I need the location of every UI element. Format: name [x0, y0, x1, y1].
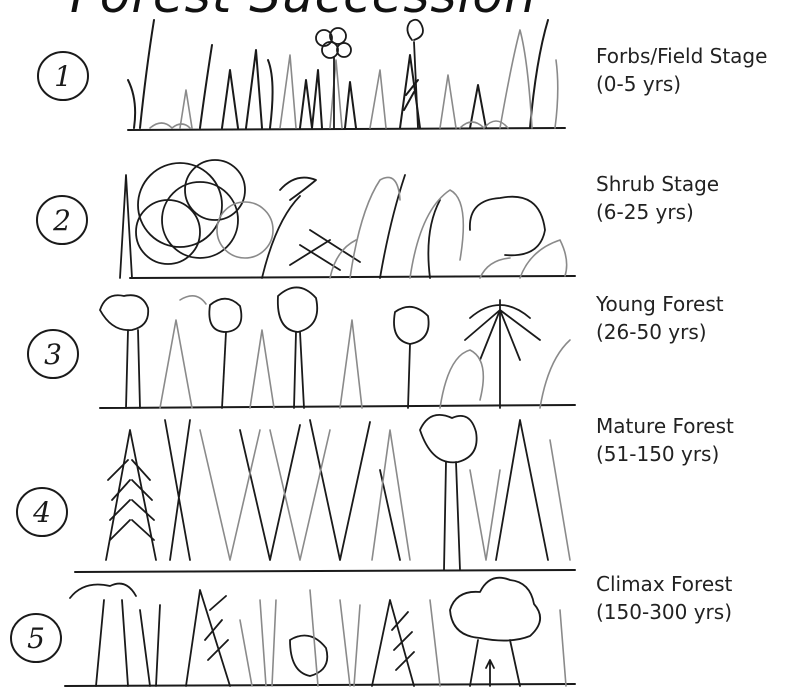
stage-5-drawing — [65, 578, 575, 686]
stage-4-label: Mature Forest (51-150 yrs) — [596, 412, 734, 468]
stage-2-label: Shrub Stage (6-25 yrs) — [596, 170, 719, 226]
stage-5-number: 5 — [27, 622, 45, 655]
stage-4-name: Mature Forest — [596, 412, 734, 440]
stage-2-number: 2 — [52, 204, 71, 237]
stage-1-name: Forbs/Field Stage — [596, 42, 767, 70]
stage-2-years: (6-25 yrs) — [596, 198, 719, 226]
stage-4-drawing — [75, 415, 575, 572]
stage-3-years: (26-50 yrs) — [596, 318, 724, 346]
stage-3-drawing — [100, 287, 575, 408]
stage-5-name: Climax Forest — [596, 570, 732, 598]
stage-1-label: Forbs/Field Stage (0-5 yrs) — [596, 42, 767, 98]
stage-2-drawing — [120, 160, 575, 278]
stage-5-years: (150-300 yrs) — [596, 598, 732, 626]
stage-4-number: 4 — [32, 496, 51, 529]
stage-1-drawing — [128, 20, 565, 130]
stage-1-years: (0-5 yrs) — [596, 70, 767, 98]
stage-3-name: Young Forest — [596, 290, 724, 318]
stage-5-label: Climax Forest (150-300 yrs) — [596, 570, 732, 626]
stage-3-number: 3 — [44, 338, 62, 371]
stage-2-name: Shrub Stage — [596, 170, 719, 198]
stage-4-years: (51-150 yrs) — [596, 440, 734, 468]
stage-1-number: 1 — [54, 60, 72, 93]
stage-3-label: Young Forest (26-50 yrs) — [596, 290, 724, 346]
